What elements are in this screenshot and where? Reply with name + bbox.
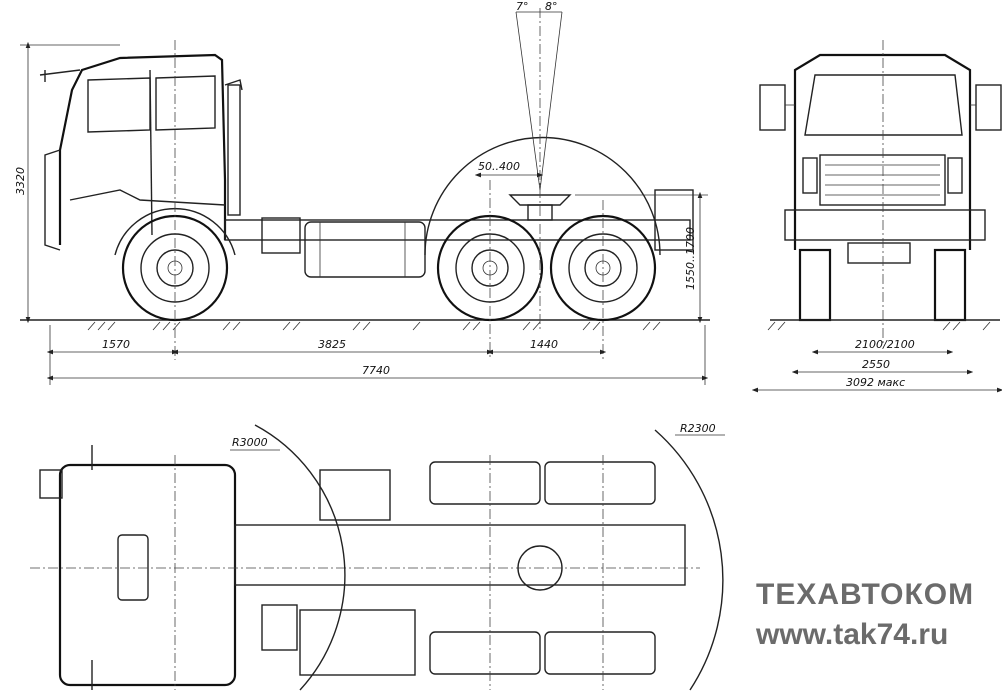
license-plate [847, 242, 911, 264]
ground-hatch [87, 321, 661, 331]
top-tire-rear2-left [544, 461, 656, 505]
front-bumper-view [784, 209, 986, 241]
tilt-forward-label: 7° [516, 0, 529, 13]
turning-radius-rear-arc [654, 429, 724, 691]
radius-front-label: R3000 [232, 436, 268, 449]
front-bumper [44, 149, 61, 251]
rear-spacing-label: 1440 [530, 338, 558, 351]
width-label: 2550 [862, 358, 890, 371]
front-overhang-label: 1570 [102, 338, 130, 351]
top-tire-rear1-left [429, 461, 541, 505]
fuel-tank [304, 221, 426, 278]
radiator-grille [819, 154, 946, 206]
cab-step-line [69, 189, 226, 206]
front-tire-left [798, 248, 832, 322]
cab-window-right [155, 75, 216, 131]
front-view: 2100/2100 2550 3092 макс [751, 40, 1002, 393]
top-fifth-wheel [517, 545, 563, 591]
max-width-label: 3092 макс [846, 376, 905, 389]
cab-outline [58, 53, 227, 245]
side-view: 7° 8° 50..400 3320 1550..1700 1570 3825 … [14, 0, 710, 385]
headlight-left [802, 157, 818, 194]
battery-box [261, 217, 301, 254]
top-tire-rear2-right [544, 631, 656, 675]
watermark-website[interactable]: www.tak74.ru [756, 618, 949, 651]
mirror-right [975, 84, 1002, 131]
headlight-right [947, 157, 963, 194]
coupling-offset-label: 50..400 [478, 160, 520, 173]
height-label: 3320 [14, 167, 27, 195]
top-frame [234, 524, 686, 586]
windshield [804, 74, 963, 136]
exhaust-pipe [227, 84, 241, 216]
cab-window-left [87, 77, 151, 133]
side-mirror [39, 69, 81, 82]
turning-radius-front-arc [254, 424, 346, 691]
cab-door-line [149, 69, 153, 236]
top-view: R3000 R2300 [30, 422, 725, 691]
overall-length-label: 7740 [362, 364, 390, 377]
top-battery-box [261, 604, 298, 651]
radius-rear-label: R2300 [680, 422, 716, 435]
top-mirror-left [39, 469, 63, 499]
chassis-frame [224, 219, 691, 241]
front-cab-outline [793, 53, 972, 250]
rear-wheel-arch [424, 136, 661, 256]
tilt-angle-lines [515, 11, 563, 191]
watermark-company: ТЕХАВТОКОМ [756, 578, 975, 611]
exhaust-cap [224, 79, 243, 91]
wheelbase-label: 3825 [318, 338, 346, 351]
top-air-tanks [319, 469, 391, 521]
roof-hatch [117, 534, 149, 601]
rear-wheel-1 [436, 214, 544, 322]
top-fuel-tank [299, 609, 416, 676]
coupling-height-label: 1550..1700 [684, 227, 697, 290]
tilt-back-label: 8° [545, 0, 558, 13]
track-label: 2100/2100 [855, 338, 915, 351]
front-tire-right [933, 248, 967, 322]
mirror-left [759, 84, 786, 131]
top-tire-rear1-right [429, 631, 541, 675]
fifth-wheel [508, 194, 572, 206]
front-wheel [121, 214, 229, 322]
